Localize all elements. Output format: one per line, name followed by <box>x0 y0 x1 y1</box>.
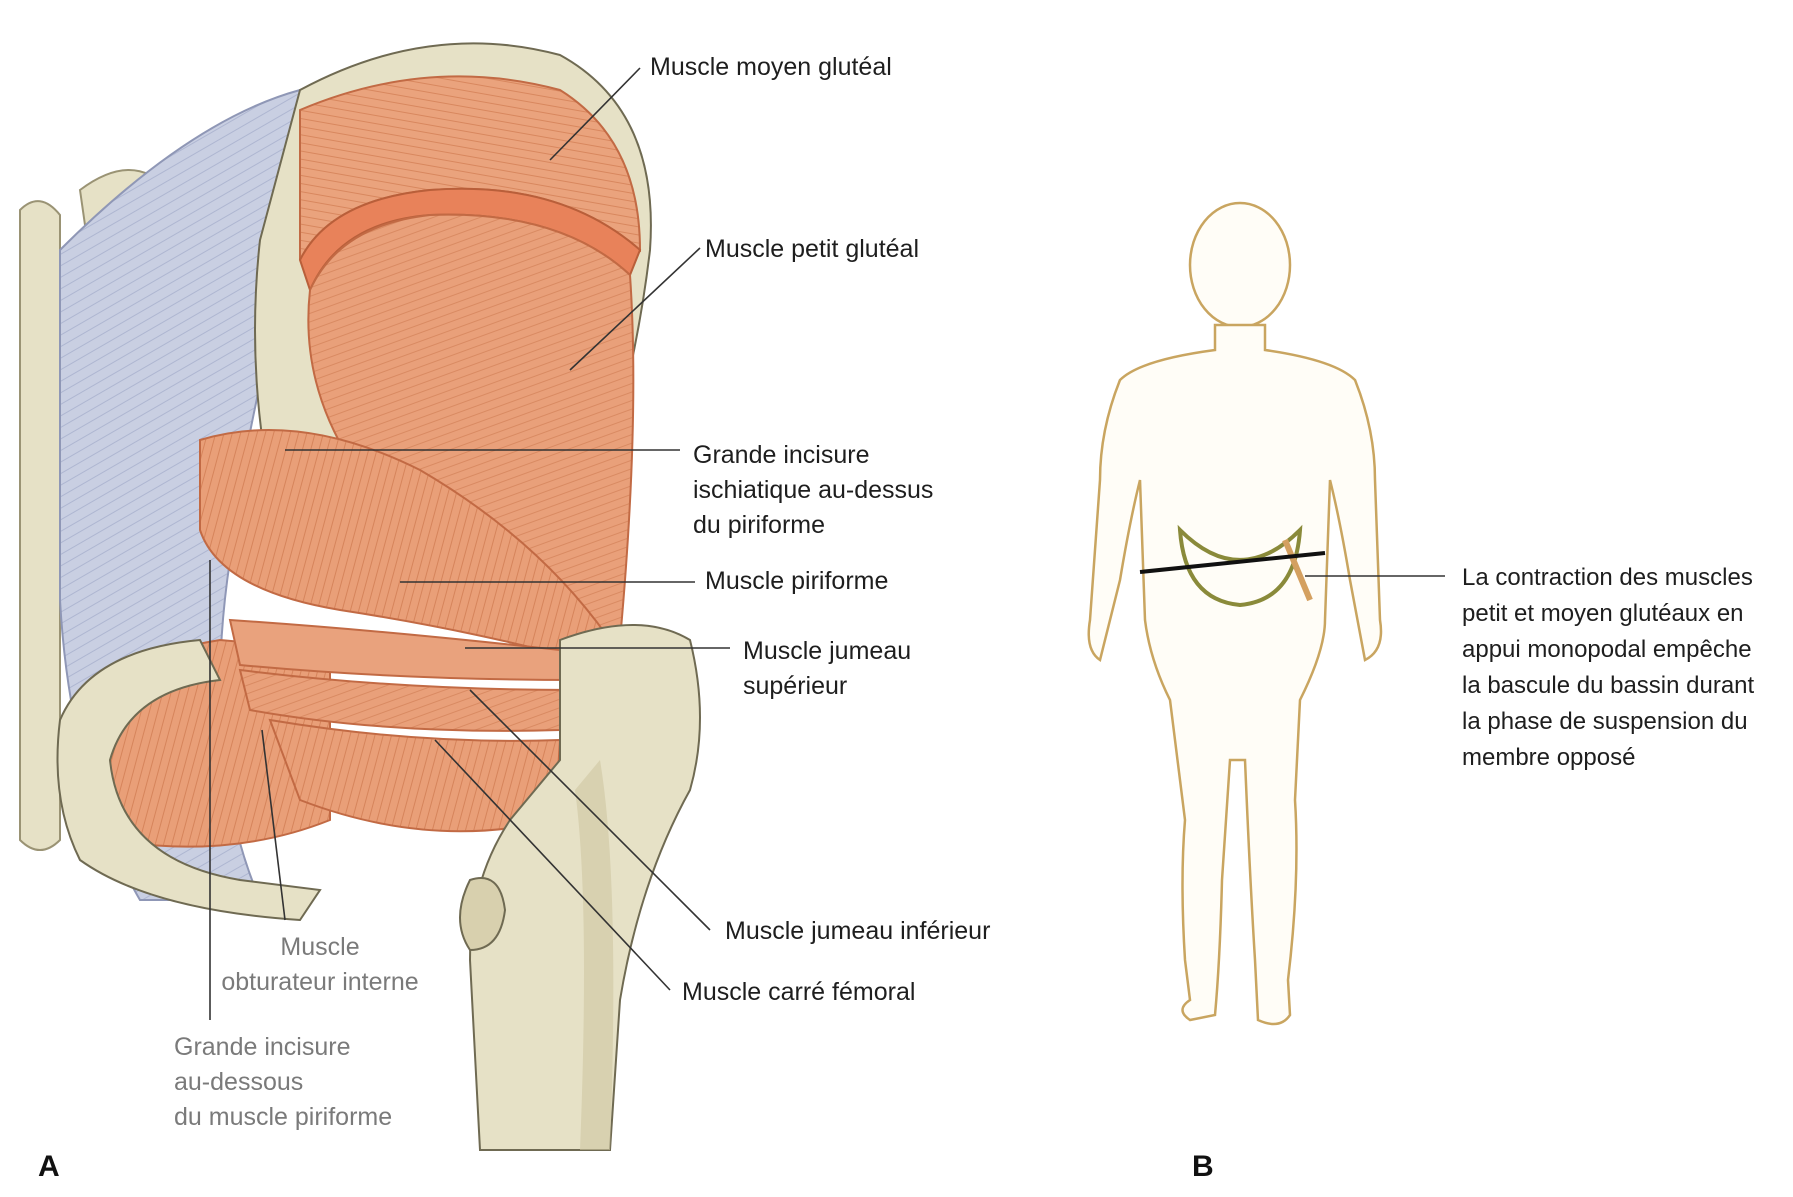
panel-letter-b: B <box>1192 1150 1214 1184</box>
label-piriforme: Muscle piriforme <box>705 564 888 599</box>
label-grande-incisure-dessus: Grande incisure ischiatique au-dessus du… <box>693 438 933 543</box>
label-moyen-gluteal: Muscle moyen glutéal <box>650 50 892 85</box>
label-jumeau-superieur: Muscle jumeau supérieur <box>743 634 911 704</box>
label-petit-gluteal: Muscle petit glutéal <box>705 232 919 267</box>
label-jumeau-inferieur: Muscle jumeau inférieur <box>725 914 990 949</box>
panel-letter-a: A <box>38 1150 60 1184</box>
human-body-outline <box>1089 203 1381 1024</box>
label-obturateur-interne: Muscle obturateur interne <box>210 930 430 1000</box>
label-carre-femoral: Muscle carré fémoral <box>682 975 915 1010</box>
caption-panel-b: La contraction des muscles petit et moye… <box>1462 560 1754 776</box>
label-grande-incisure-dessous: Grande incisure au-dessous du muscle pir… <box>174 1030 392 1135</box>
